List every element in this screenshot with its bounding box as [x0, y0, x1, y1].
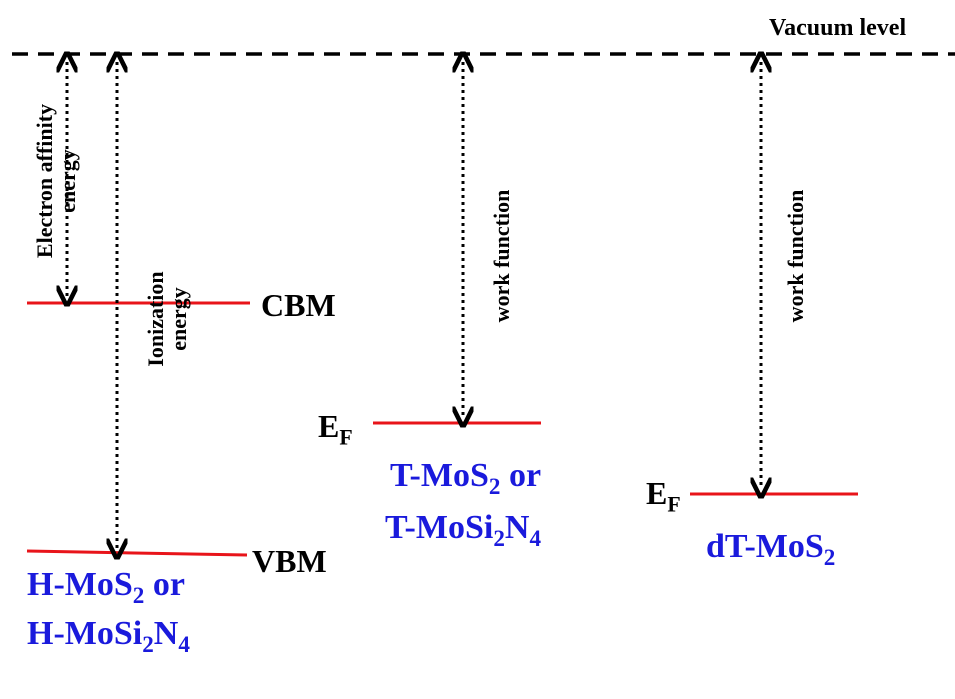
electron-affinity-label: Electron affinity energy: [32, 103, 81, 259]
dt-mos2-work-function-label: work function: [783, 189, 808, 323]
h-mosi2n4-material-label: H-MoSi2N4: [27, 615, 190, 659]
vbm-label: VBM: [252, 543, 327, 579]
dt-mos2-fermi-label: EF: [646, 475, 681, 517]
vacuum-level-label: Vacuum level: [769, 15, 907, 41]
h-mos2-material-label: H-MoS2 or: [27, 566, 185, 610]
t-mos2-material-label: T-MoS2 or: [390, 457, 542, 501]
t-mos2-fermi-label: EF: [318, 408, 353, 450]
dt-mos2-material-label: dT-MoS2: [706, 528, 836, 572]
t-mos2-work-function-label: work function: [489, 189, 514, 323]
ionization-energy-label: Ionization energy: [143, 271, 192, 367]
t-mosi2n4-material-label: T-MoSi2N4: [385, 509, 542, 553]
cbm-label: CBM: [261, 287, 336, 323]
vbm-level-line: [26, 549, 248, 557]
